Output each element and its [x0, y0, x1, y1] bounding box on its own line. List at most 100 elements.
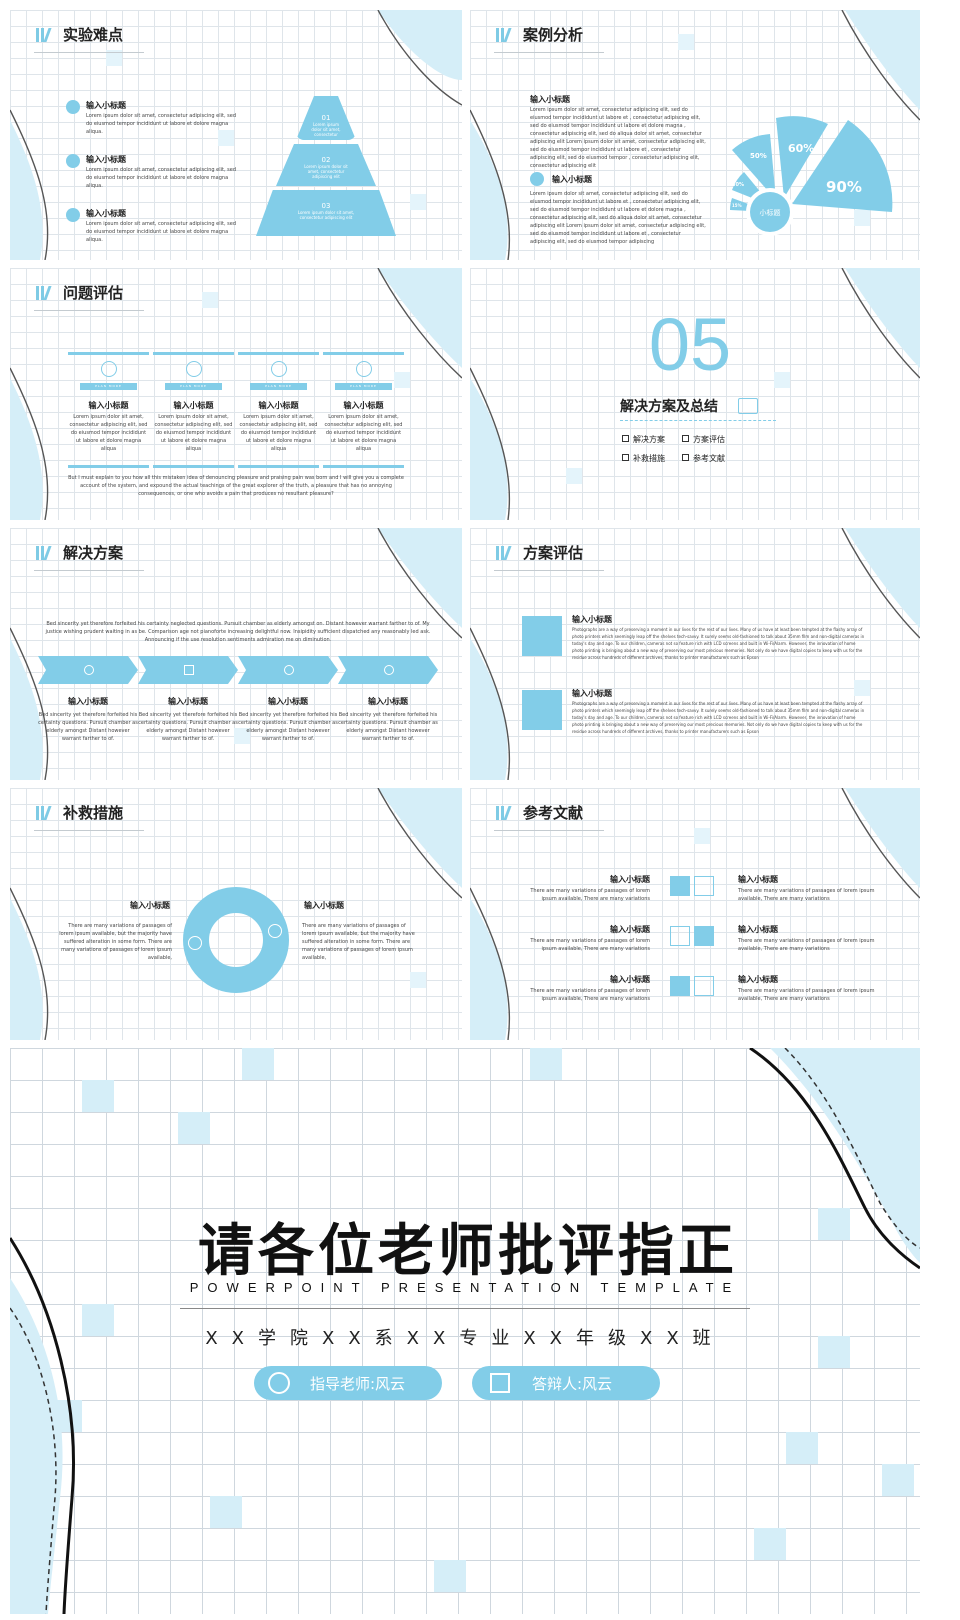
slide-title: 参考文献: [496, 802, 583, 823]
podium-icon: [490, 1373, 510, 1393]
solution-col: 输入小标题 Bed sincerity yet therefore forfei…: [138, 696, 238, 743]
section-item[interactable]: 方案评估: [682, 434, 742, 445]
col-text: Bed sincerity yet therefore forfeited hi…: [138, 712, 238, 742]
card-heading: 输入小标题: [88, 401, 129, 410]
slide-plan-evaluation[interactable]: 方案评估 输入小标题 Photographs are a way of pres…: [470, 528, 920, 780]
ref-item: 输入小标题 There are many variations of passa…: [738, 974, 890, 1024]
bell-icon: [100, 361, 117, 377]
slide-title: 方案评估: [496, 542, 583, 563]
col-heading: 输入小标题: [268, 697, 308, 706]
slide-decoration: [10, 788, 462, 1040]
slide-title: 问题评估: [36, 282, 123, 303]
pyramid: 01 Lorem ipsum dolor sit amet, consectet…: [256, 96, 396, 236]
advisor-pill[interactable]: 指导老师:风云: [254, 1366, 442, 1400]
ref-text: There are many variations of passages of…: [738, 888, 875, 902]
level-text: Lorem ipsum dolor sit amet, consectetur …: [304, 164, 348, 179]
slide-decoration: [10, 1048, 920, 1614]
level-number: 03: [321, 202, 331, 210]
section-item[interactable]: 参考文献: [682, 453, 742, 464]
ref-item: 输入小标题 There are many variations of passa…: [526, 874, 650, 924]
item-list: 输入小标题 Lorem ipsum dolor sit amet, consec…: [66, 98, 256, 260]
title-underline: [494, 52, 604, 53]
list-item: 输入小标题 Lorem ipsum dolor sit amet, consec…: [66, 152, 256, 206]
slide-title: 实验难点: [36, 24, 123, 45]
ref-heading: 输入小标题: [610, 925, 650, 934]
layers-icon: [184, 665, 194, 675]
slide-decoration: [470, 788, 920, 1040]
books-icon: [36, 285, 52, 300]
tools-icon: [522, 690, 562, 730]
slide-remedial[interactable]: 补救措施 输入小标题 There are many variations of …: [10, 788, 462, 1040]
slide-decoration: [10, 268, 462, 520]
level-number: 01: [321, 114, 331, 122]
link-icon: [670, 926, 690, 946]
slide-title-text: 案例分析: [523, 26, 584, 44]
checkbox-icon: [622, 435, 629, 442]
solution-col: 输入小标题 Bed sincerity yet therefore forfei…: [338, 696, 438, 743]
book-icon: [738, 398, 758, 414]
slide-solution[interactable]: 解决方案 Bed sincerity yet therefore forfeit…: [10, 528, 462, 780]
sector-label: 60%: [788, 142, 815, 155]
section-item[interactable]: 解决方案: [622, 434, 682, 445]
slide-decoration: [10, 528, 462, 780]
slide-references[interactable]: 参考文献 输入小标题 There are many variations of …: [470, 788, 920, 1040]
books-icon: [496, 805, 512, 820]
card-heading: 输入小标题: [343, 401, 384, 410]
card-heading: 输入小标题: [173, 401, 214, 410]
title-underline: [34, 830, 144, 831]
row-heading: 输入小标题: [572, 689, 612, 698]
section-number: 05: [648, 303, 732, 386]
books-icon: [36, 27, 52, 42]
presenter-pill[interactable]: 答辩人:风云: [472, 1366, 660, 1400]
ref-text: There are many variations of passages of…: [530, 938, 650, 952]
books-icon: [496, 27, 512, 42]
slide-case-analysis[interactable]: 案例分析 输入小标题 Lorem ipsum dolor sit amet, c…: [470, 10, 920, 260]
slide-title-text: 解决方案: [63, 544, 124, 562]
intro-text: Bed sincerity yet therefore forfeited hi…: [45, 621, 431, 643]
row-heading: 输入小标题: [572, 615, 612, 624]
col-heading: 输入小标题: [68, 697, 108, 706]
card-text: Lorem ipsum dolor sit amet, consectetur …: [239, 414, 318, 452]
sector-label: 90%: [826, 178, 862, 196]
pyramid-level: 03 Lorem ipsum dolor sit amet, consectet…: [256, 190, 396, 236]
target-icon: [66, 208, 80, 222]
slide-section-05[interactable]: 05 解决方案及总结 解决方案 方案评估 补救措施 参考文献: [470, 268, 920, 520]
user-badge-icon: [188, 936, 202, 950]
ref-heading: 输入小标题: [610, 975, 650, 984]
slide-title: 案例分析: [496, 24, 583, 45]
checkbox-icon: [682, 435, 689, 442]
section-item[interactable]: 补救措施: [622, 453, 682, 464]
advisor-label: 指导老师:风云: [310, 1374, 406, 1393]
level-number: 02: [321, 156, 331, 164]
slide-decoration: [10, 10, 462, 260]
arrow-step: [138, 656, 238, 684]
ref-text: There are many variations of passages of…: [530, 988, 650, 1002]
list-item: 输入小标题 Lorem ipsum dolor sit amet, consec…: [66, 98, 256, 152]
diamond-icon: [270, 361, 287, 377]
ref-icons: [670, 876, 716, 1026]
closing-info: XX学院XX系XX专业XX年级XX班: [205, 1328, 725, 1349]
arrow-row: [38, 656, 438, 684]
pyramid-level: 02 Lorem ipsum dolor sit amet, consectet…: [276, 144, 376, 186]
presenter-label: 答辩人:风云: [532, 1374, 613, 1393]
col-text: Bed sincerity yet therefore forfeited hi…: [38, 712, 138, 742]
title-underline: [494, 570, 604, 571]
slide-title: 解决方案: [36, 542, 123, 563]
slide-title-text: 方案评估: [523, 544, 584, 562]
slide-problem-assessment[interactable]: 问题评估 PLAN MORE 输入小标题 Lorem ipsum dolor s…: [10, 268, 462, 520]
item-heading: 输入小标题: [86, 209, 126, 218]
title-underline: [34, 310, 144, 311]
col-heading: 输入小标题: [368, 697, 408, 706]
case-text: Lorem ipsum dolor sit amet, consectetur …: [530, 107, 706, 169]
title-underline: [34, 52, 144, 53]
user-icon: [670, 876, 690, 896]
checkbox-icon: [682, 454, 689, 461]
slide-difficulties[interactable]: 实验难点 输入小标题 Lorem ipsum dolor sit amet, c…: [10, 10, 462, 260]
slide-title-text: 实验难点: [63, 26, 124, 44]
slide-title-text: 补救措施: [63, 804, 124, 822]
slide-closing[interactable]: 请各位老师批评指正 POWERPOINT PRESENTATION TEMPLA…: [10, 1048, 920, 1614]
section-item-label: 方案评估: [693, 435, 725, 444]
col-text: Bed sincerity yet therefore forfeited hi…: [338, 712, 438, 742]
star-icon: [185, 361, 202, 377]
left-text: There are many variations of passages of…: [59, 923, 172, 961]
